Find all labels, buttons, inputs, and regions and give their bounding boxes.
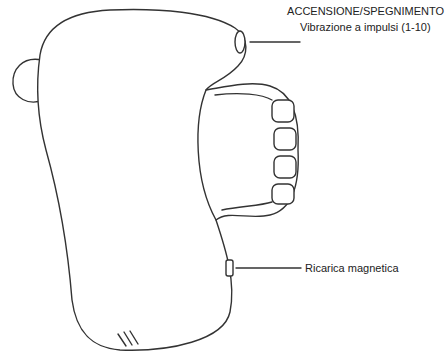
leader-line xyxy=(236,267,301,268)
leader-line xyxy=(250,41,300,42)
control-button xyxy=(274,156,296,178)
device-body xyxy=(38,10,299,351)
port-label: Ricarica magnetica xyxy=(305,261,399,275)
control-button xyxy=(272,100,294,122)
control-button xyxy=(274,128,296,150)
bottom-grooves xyxy=(118,331,138,346)
control-button xyxy=(272,184,294,204)
function-label: Vibrazione a impulsi (1-10) xyxy=(300,20,431,34)
power-button xyxy=(235,31,245,53)
button-label: ACCENSIONE/SPEGNIMENTO xyxy=(287,4,444,18)
front-plate-edge xyxy=(215,94,272,210)
front-plate-edge xyxy=(198,90,216,220)
charging-port xyxy=(226,260,233,276)
